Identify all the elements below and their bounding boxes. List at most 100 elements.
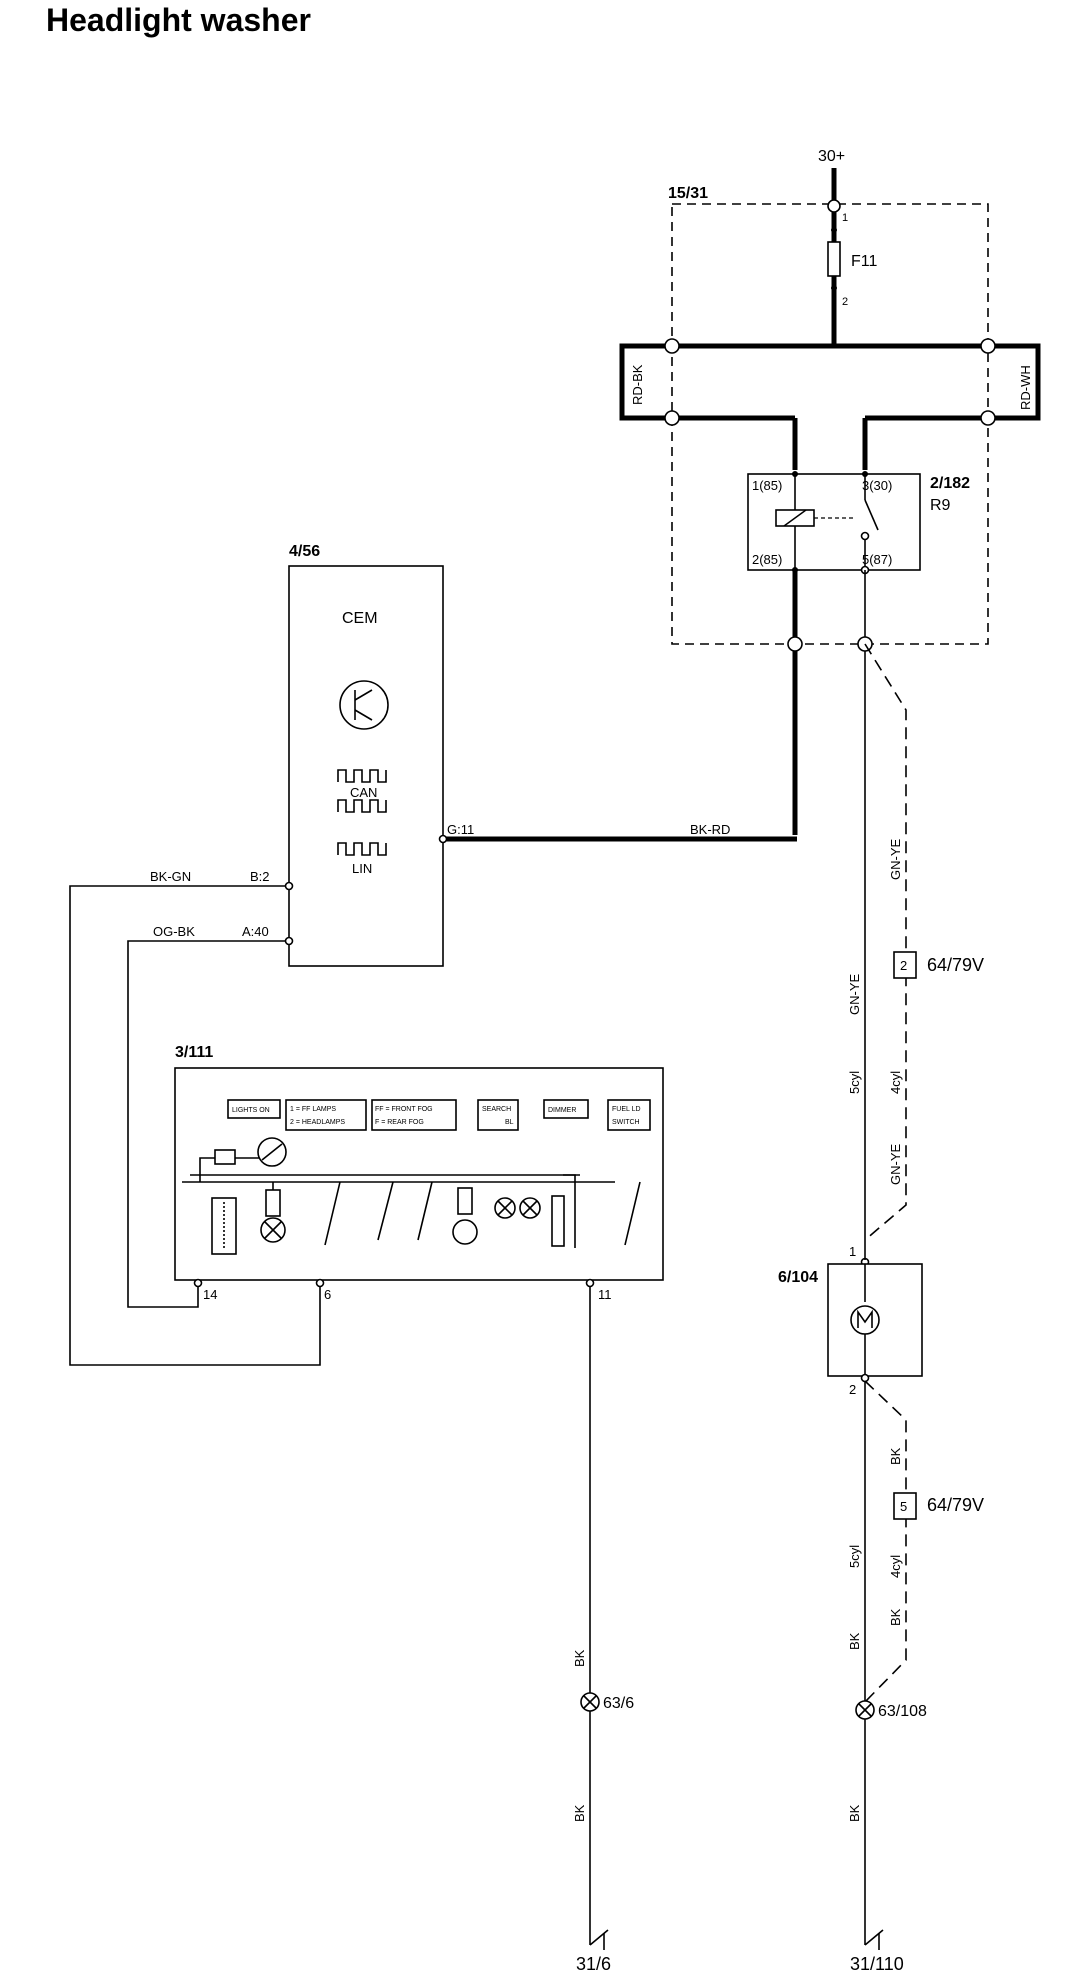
label-search: SEARCH	[482, 1106, 511, 1113]
ground-left-label: 31/6	[576, 1954, 611, 1974]
wire-4cyl-dashed-lower	[864, 1380, 907, 1703]
connector-lower-pin: 5	[900, 1499, 907, 1514]
switch-blade-fuel	[624, 1181, 641, 1246]
switch-pin-14-label: 14	[203, 1287, 217, 1302]
wire-label-4cyl-upper: 4cyl	[888, 1071, 903, 1094]
wire-label-rd-wh: RD-WH	[1018, 365, 1033, 410]
fuse-pin-in: 1	[842, 212, 848, 224]
wire-label-5cyl-lower: 5cyl	[847, 1545, 862, 1568]
wire-label-bk-right-1: BK	[847, 1632, 862, 1650]
bus-node-tl	[664, 338, 680, 354]
switch-module-id: 3/111	[175, 1044, 213, 1061]
wire-label-bk-dash-2: BK	[888, 1608, 903, 1626]
label-headlamps: 2 = HEADLAMPS	[290, 1119, 345, 1126]
connector-64-79v-lower	[893, 1492, 917, 1520]
cem-lin-label: LIN	[352, 861, 372, 876]
supply-label: 30+	[818, 148, 845, 165]
cem-id: 4/56	[289, 543, 320, 560]
switch-pin-14	[193, 1278, 203, 1288]
label-rear-fog: F = REAR FOG	[375, 1119, 424, 1126]
label-fuel-ld: FUEL LD	[612, 1106, 641, 1113]
wire-label-bk-left-2: BK	[572, 1804, 587, 1822]
fuse-pin-out: 2	[842, 296, 848, 308]
cem-pin-g	[438, 834, 448, 844]
motor-icon	[850, 1305, 880, 1335]
relay-id: 2/182	[930, 475, 970, 492]
relay-pin2-label: 2(85)	[752, 552, 782, 567]
label-lights-on: LIGHTS ON	[232, 1107, 270, 1114]
can-wave-top-icon	[337, 769, 387, 783]
switch-pin-11	[585, 1278, 595, 1288]
relay-pin5-label: 5(87)	[862, 552, 892, 567]
fuse-box-id: 15/31	[668, 185, 708, 202]
label-box-lights	[227, 1099, 281, 1119]
internal-feed	[199, 1157, 280, 1182]
can-wave-bottom-icon	[337, 799, 387, 813]
switch-blade-2	[377, 1181, 394, 1241]
connector-upper-pin: 2	[900, 958, 907, 973]
transistor-icon	[339, 680, 389, 730]
relay-pin3-label: 3(30)	[862, 478, 892, 493]
relay-r9: 1(85) 3(30) 2(85) 5(87) 2/182 R9	[747, 418, 970, 1240]
label-switch: SWITCH	[612, 1119, 640, 1126]
wire-label-gn-ye-main: GN-YE	[847, 974, 862, 1016]
ground-point-63-108-label: 63/108	[878, 1703, 927, 1720]
lamp-right-icon	[452, 1219, 478, 1245]
relay-name: R9	[930, 497, 951, 514]
ground-point-63-6-cross-b	[583, 1695, 597, 1709]
switch-blade-1	[324, 1181, 341, 1246]
bus-right-outer	[988, 343, 1041, 421]
switch-pin-6-label: 6	[324, 1287, 331, 1302]
wire-label-gn-ye-dash-1: GN-YE	[888, 839, 903, 881]
cem-pin-g-label: G:11	[447, 822, 474, 837]
connector-64-79v-upper	[893, 951, 917, 979]
washer-motor-circuit: GN-YE 2 64/79V GN-YE 5cyl 4cyl GN-YE 1 6…	[778, 643, 984, 1974]
bus-left-outer	[619, 343, 672, 421]
cem-pin-a	[284, 936, 294, 946]
cem-box	[288, 565, 444, 967]
label-dimmer: DIMMER	[548, 1107, 576, 1114]
resistor-mid-icon	[265, 1189, 281, 1217]
resistor-top-icon	[214, 1149, 236, 1165]
motor-pin2	[860, 1373, 870, 1383]
wire-og-bk	[127, 940, 286, 1308]
relay-coil-slash	[783, 509, 807, 527]
fuse-box-15-31: 30+ 15/31 1 F11 2 RD-BK RD-WH	[619, 148, 1041, 645]
label-box-fuel	[607, 1099, 651, 1131]
motor-id: 6/104	[778, 1269, 818, 1286]
relay-pin1-label: 1(85)	[752, 478, 782, 493]
relay-box	[747, 473, 921, 571]
wire-label-bk-gn: BK-GN	[150, 869, 191, 884]
resistor-right-icon	[457, 1187, 473, 1215]
cem-pin-b	[284, 881, 294, 891]
motor-box	[827, 1263, 923, 1377]
bulb-2-cross-b	[522, 1200, 538, 1216]
cem-name: CEM	[342, 610, 378, 627]
cem-pin-b-label: B:2	[250, 869, 270, 884]
cem-module: 4/56 CEM CAN LIN G:11 BK-RD B:2 A:40 BK-…	[69, 543, 797, 1366]
transistor-collector	[354, 689, 373, 701]
wire-label-bk-rd: BK-RD	[690, 822, 730, 837]
fuse-dot-bottom	[831, 285, 837, 291]
bus-node-br	[980, 410, 996, 426]
label-box-search	[477, 1099, 519, 1131]
ground-point-63-108-cross-b	[858, 1703, 872, 1717]
switch-pin-11-label: 11	[598, 1287, 612, 1302]
ground-left-symbol	[589, 1929, 609, 1946]
connector-lower-label: 64/79V	[927, 1495, 984, 1515]
switch-module-3-111: 3/111 LIGHTS ON 1 = FF LAMPS 2 = HEADLAM…	[174, 1044, 664, 1974]
supply-node	[827, 199, 841, 213]
fuse-dot-top	[831, 227, 837, 233]
cem-can-label: CAN	[350, 785, 377, 800]
lamp-cross-b	[264, 1221, 282, 1239]
fuse-f11-label: F11	[851, 253, 877, 270]
label-bl: BL	[505, 1119, 514, 1126]
label-front-fog: FF = FRONT FOG	[375, 1106, 433, 1113]
motor-pin1-label: 1	[849, 1244, 856, 1259]
label-box-dimmer	[543, 1099, 589, 1119]
wire-label-4cyl-lower: 4cyl	[888, 1555, 903, 1578]
wire-label-bk-dash-1: BK	[888, 1447, 903, 1465]
ground-point-63-6-label: 63/6	[603, 1695, 634, 1712]
bus-node-tr	[980, 338, 996, 354]
